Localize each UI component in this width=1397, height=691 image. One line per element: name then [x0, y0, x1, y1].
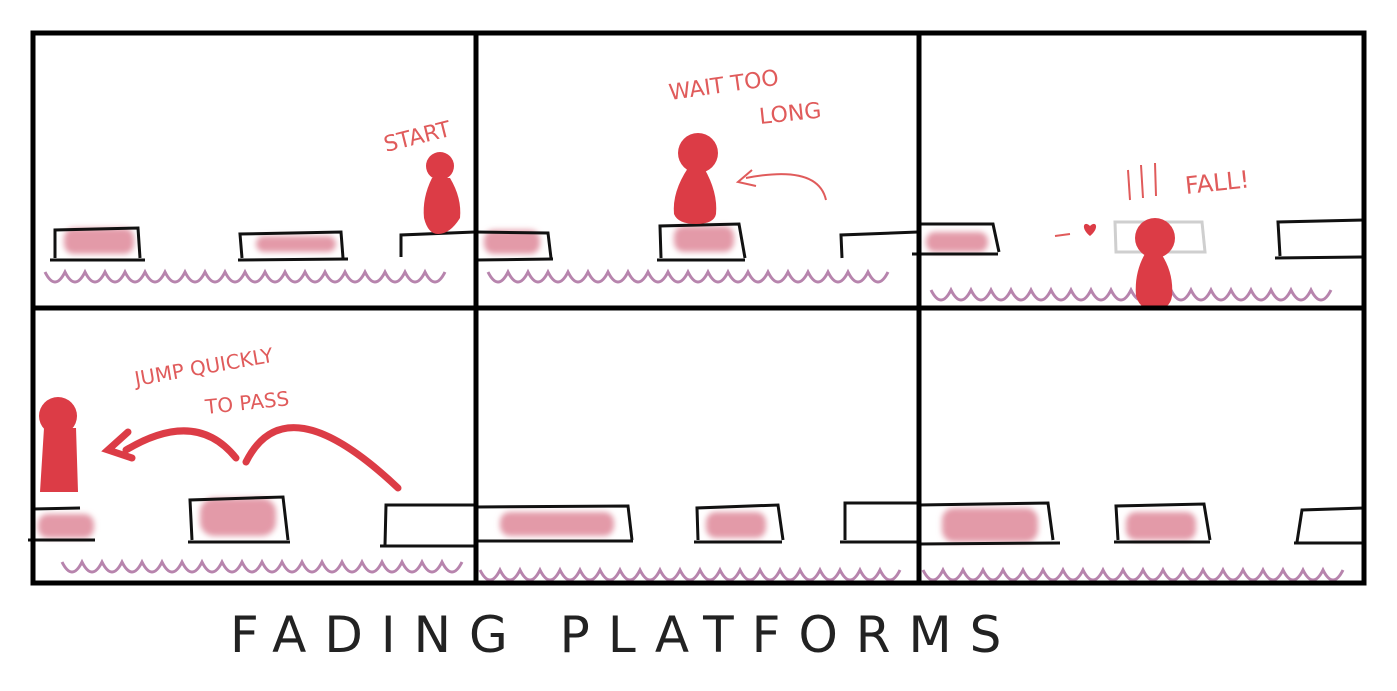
water-wave: [478, 566, 902, 582]
heart-icon: [1083, 223, 1097, 236]
platform-fill: [484, 230, 540, 254]
character-head: [1135, 218, 1175, 258]
platform-outline: [694, 503, 785, 544]
platform-fill: [38, 514, 94, 538]
water-wave: [921, 566, 1345, 582]
platform-fill: [942, 508, 1038, 542]
platform-fill: [1126, 512, 1196, 540]
platform-outline: [50, 226, 145, 262]
panel-2: WAIT TOO LONG: [475, 33, 919, 307]
platform-outline: [1114, 502, 1212, 544]
character-body: [1135, 252, 1173, 310]
platform-outline: [475, 504, 634, 543]
character: [423, 152, 461, 234]
platform-fill: [200, 498, 276, 536]
platform-outline: [475, 230, 554, 262]
platform-fill: [64, 228, 134, 254]
platform-fill: [500, 512, 614, 536]
character-body: [423, 178, 461, 234]
panel-1-frame: [33, 33, 475, 307]
fall-motion-lines: [1127, 162, 1157, 201]
water-wave: [929, 286, 1333, 302]
platform-outline: [399, 230, 476, 257]
character-head: [426, 152, 454, 180]
dash-mark: [1054, 233, 1071, 237]
panel-grid: [30, 30, 1367, 586]
platform-fill: [674, 226, 734, 252]
panel-1: START: [33, 33, 476, 307]
platform-outline: [1274, 218, 1365, 260]
character-head: [39, 397, 77, 435]
caption-fall: FALL!: [1184, 165, 1251, 200]
character-head: [678, 133, 718, 173]
platform-outline: [912, 222, 1001, 256]
water-wave: [60, 558, 464, 574]
character: [673, 133, 718, 224]
jump-arc-arrow: [101, 427, 240, 462]
platform-outline: [380, 503, 475, 548]
character: [39, 397, 78, 492]
platform-outline: [237, 230, 349, 262]
platform-outline: [188, 495, 290, 544]
water-wave: [43, 268, 447, 284]
faded-platform-outline: [1113, 220, 1207, 254]
panel-4: JUMP QUICKLY TO PASS: [28, 309, 475, 583]
panel-3: FALL!: [912, 33, 1365, 310]
panel-6: [918, 309, 1365, 583]
platform-outline: [657, 222, 747, 262]
character: [1135, 218, 1175, 310]
platform-outline: [1294, 506, 1365, 545]
jump-arc-back: [242, 424, 402, 492]
panel-5: [475, 309, 918, 583]
platform-outline: [840, 501, 918, 544]
platform-fill: [926, 232, 988, 252]
character-body: [40, 428, 78, 492]
character-body: [673, 168, 717, 224]
platform-fill: [706, 512, 766, 538]
platform-outline: [918, 501, 1061, 546]
platform-outline: [28, 506, 95, 542]
arrow-left: [735, 169, 827, 201]
page-title: FADING PLATFORMS: [230, 606, 1019, 664]
platform-outline: [839, 230, 919, 259]
platform-fill: [256, 236, 336, 252]
water-wave: [486, 268, 890, 284]
